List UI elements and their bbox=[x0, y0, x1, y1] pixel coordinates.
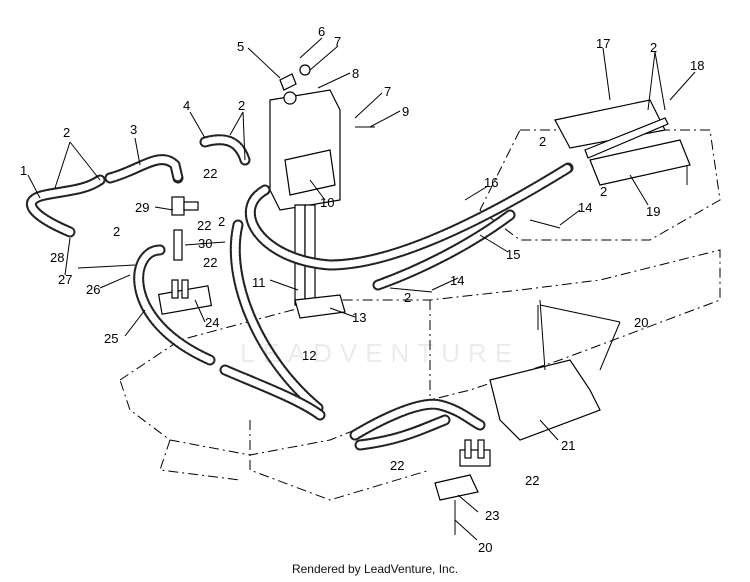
fittings bbox=[157, 196, 491, 467]
callout-7: 7 bbox=[334, 34, 341, 49]
callout-2: 2 bbox=[63, 125, 70, 140]
callout-2: 2 bbox=[600, 184, 607, 199]
hoses bbox=[26, 134, 574, 451]
mount-bracket bbox=[294, 294, 346, 319]
callout-9: 9 bbox=[402, 104, 409, 119]
callout-26: 26 bbox=[86, 282, 100, 297]
callout-4: 4 bbox=[183, 98, 190, 113]
reservoir bbox=[269, 64, 341, 306]
callout-22: 22 bbox=[390, 458, 404, 473]
callout-13: 13 bbox=[352, 310, 366, 325]
footer-credit: Rendered by LeadVenture, Inc. bbox=[291, 562, 459, 576]
callout-8: 8 bbox=[352, 66, 359, 81]
callout-2: 2 bbox=[650, 40, 657, 55]
hardware bbox=[355, 126, 688, 535]
chassis-outline bbox=[119, 129, 721, 501]
callout-3: 3 bbox=[130, 122, 137, 137]
callout-22: 22 bbox=[197, 218, 211, 233]
callout-28: 28 bbox=[50, 250, 64, 265]
callout-19: 19 bbox=[646, 204, 660, 219]
callout-24: 24 bbox=[205, 315, 219, 330]
callout-1: 1 bbox=[20, 163, 27, 178]
callouts: 1 2 3 4 2 5 6 7 8 7 9 10 22 29 22 2 2 30… bbox=[20, 24, 704, 555]
callout-29: 29 bbox=[135, 200, 149, 215]
callout-2: 2 bbox=[539, 134, 546, 149]
callout-2: 2 bbox=[218, 214, 225, 229]
callout-2: 2 bbox=[404, 290, 411, 305]
callout-22: 22 bbox=[525, 473, 539, 488]
callout-17: 17 bbox=[596, 36, 610, 51]
leader-lines bbox=[27, 37, 696, 541]
callout-14: 14 bbox=[578, 200, 592, 215]
callout-5: 5 bbox=[237, 39, 244, 54]
callout-23: 23 bbox=[485, 508, 499, 523]
callout-30: 30 bbox=[198, 236, 212, 251]
skid-plate bbox=[434, 359, 601, 501]
callout-22: 22 bbox=[203, 166, 217, 181]
callout-10: 10 bbox=[320, 195, 334, 210]
callout-2: 2 bbox=[113, 224, 120, 239]
watermark: LEADVENTURE bbox=[240, 338, 521, 368]
heat-exchanger bbox=[554, 99, 691, 186]
callout-7: 7 bbox=[384, 84, 391, 99]
callout-16: 16 bbox=[484, 175, 498, 190]
callout-11: 11 bbox=[252, 275, 266, 290]
callout-22: 22 bbox=[203, 255, 217, 270]
callout-25: 25 bbox=[104, 331, 118, 346]
callout-14: 14 bbox=[450, 273, 464, 288]
callout-12: 12 bbox=[302, 348, 316, 363]
callout-27: 27 bbox=[58, 272, 72, 287]
callout-6: 6 bbox=[318, 24, 325, 39]
callout-21: 21 bbox=[561, 438, 575, 453]
callout-2: 2 bbox=[238, 98, 245, 113]
callout-18: 18 bbox=[690, 58, 704, 73]
callout-15: 15 bbox=[506, 247, 520, 262]
callout-20: 20 bbox=[478, 540, 492, 555]
callout-20: 20 bbox=[634, 315, 648, 330]
